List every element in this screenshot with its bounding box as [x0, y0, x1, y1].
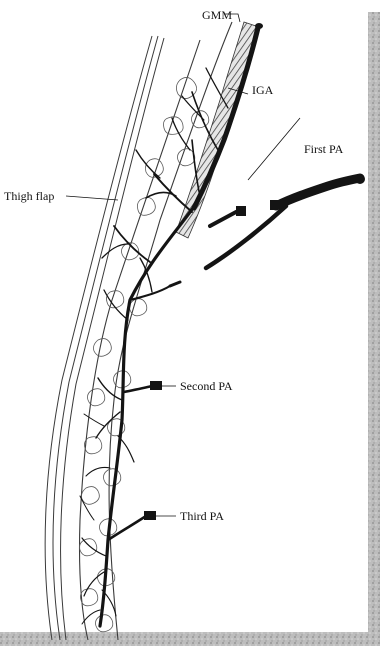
- label-gmm: GMM: [202, 9, 232, 21]
- label-iga: IGA: [252, 84, 273, 96]
- gluteus-maximus-muscle: [176, 22, 256, 238]
- thigh-skin-lines: [45, 36, 164, 640]
- label-second-pa: Second PA: [180, 380, 233, 392]
- label-first-pa: First PA: [304, 143, 343, 155]
- frame-shadow: [0, 12, 380, 646]
- tissue-outline: [79, 22, 232, 640]
- label-third-pa: Third PA: [180, 510, 224, 522]
- label-thigh-flap: Thigh flap: [4, 190, 54, 202]
